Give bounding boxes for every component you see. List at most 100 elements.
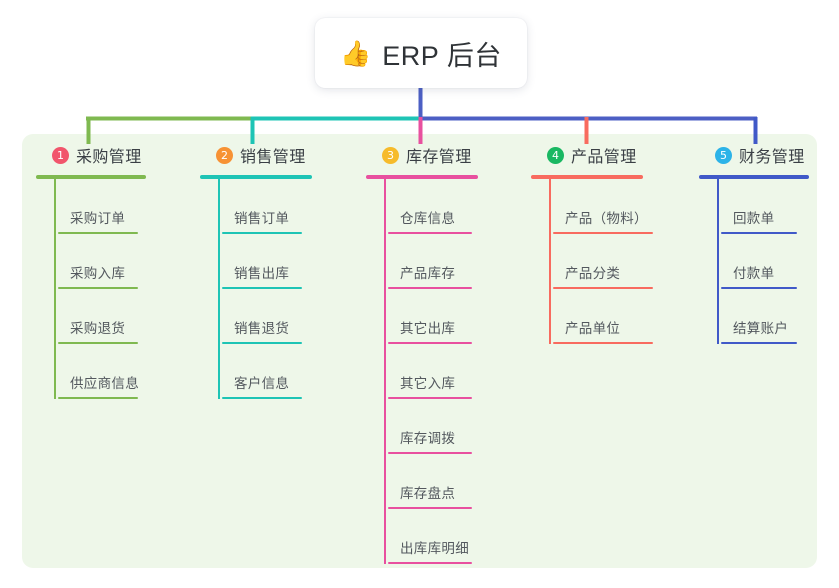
root-node[interactable]: 👍 ERP 后台 (315, 18, 527, 88)
leaf-rule (222, 232, 302, 234)
leaf-item[interactable]: 库存调拨 (388, 399, 488, 454)
column-header-purchase[interactable]: 1 采购管理 (36, 142, 153, 168)
leaf-item[interactable]: 产品分类 (553, 234, 665, 289)
leaf-item[interactable]: 其它入库 (388, 344, 488, 399)
leaf-inner: 产品分类 (553, 262, 665, 289)
leaf-label: 库存调拨 (400, 431, 456, 446)
leaf-label: 出库库明细 (400, 541, 469, 556)
leaf-item[interactable]: 供应商信息 (58, 344, 153, 399)
column-badge-product: 4 (547, 146, 564, 164)
leaf-label: 仓库信息 (400, 211, 456, 226)
leaf-rule (721, 232, 797, 234)
leaf-rule (388, 562, 472, 564)
leaf-label: 客户信息 (234, 376, 290, 391)
leaf-inner: 供应商信息 (58, 372, 153, 399)
leaf-label: 供应商信息 (70, 376, 139, 391)
leaf-item[interactable]: 付款单 (721, 234, 813, 289)
leaf-rule (388, 452, 472, 454)
leaf-label: 产品库存 (400, 266, 456, 281)
leaf-inner: 库存调拨 (388, 427, 488, 454)
column-title-purchase: 采购管理 (76, 149, 142, 166)
leaf-label: 其它入库 (400, 376, 456, 391)
leaf-item[interactable]: 产品（物料） (553, 179, 665, 234)
column-rule-finance (699, 175, 809, 179)
leaf-inner: 回款单 (721, 207, 813, 234)
leaf-rule (58, 342, 138, 344)
leaf-label: 采购退货 (70, 321, 126, 336)
leaf-item[interactable]: 出库库明细 (388, 509, 488, 564)
leaf-rule (388, 232, 472, 234)
leaf-label: 库存盘点 (400, 486, 456, 501)
branch-inventory: 仓库信息产品库存其它出库其它入库库存调拨库存盘点出库库明细 (366, 179, 488, 564)
column-rule-product (531, 175, 643, 179)
leaf-label: 产品分类 (565, 266, 621, 281)
root-label: ERP 后台 (382, 40, 502, 71)
column-badge-purchase: 1 (52, 146, 69, 164)
leaf-inner: 客户信息 (222, 372, 317, 399)
branch-purchase: 采购订单采购入库采购退货供应商信息 (36, 179, 153, 399)
leaf-inner: 仓库信息 (388, 207, 488, 234)
leaf-rule (222, 287, 302, 289)
branch-spine-inventory (384, 179, 386, 564)
leaf-item[interactable]: 采购入库 (58, 234, 153, 289)
diagram-panel (22, 134, 817, 568)
leaf-item[interactable]: 回款单 (721, 179, 813, 234)
column-badge-finance: 5 (715, 146, 732, 164)
leaf-inner: 结算账户 (721, 317, 813, 344)
leaf-rule (222, 397, 302, 399)
leaf-item[interactable]: 采购订单 (58, 179, 153, 234)
leaf-inner: 产品单位 (553, 317, 665, 344)
column-title-inventory: 库存管理 (406, 149, 472, 166)
branch-spine-sales (218, 179, 220, 399)
leaf-item[interactable]: 产品单位 (553, 289, 665, 344)
branch-sales: 销售订单销售出库销售退货客户信息 (200, 179, 317, 399)
column-badge-sales: 2 (216, 146, 233, 164)
column-rule-inventory (366, 175, 478, 179)
column-header-inventory[interactable]: 3 库存管理 (366, 142, 488, 168)
leaf-label: 结算账户 (733, 321, 789, 336)
leaf-rule (388, 397, 472, 399)
leaf-item[interactable]: 销售退货 (222, 289, 317, 344)
leaf-item[interactable]: 结算账户 (721, 289, 813, 344)
leaf-item[interactable]: 销售出库 (222, 234, 317, 289)
leaf-item[interactable]: 其它出库 (388, 289, 488, 344)
branch-spine-purchase (54, 179, 56, 399)
leaf-rule (222, 342, 302, 344)
leaf-label: 产品单位 (565, 321, 621, 336)
leaf-inner: 销售退货 (222, 317, 317, 344)
leaf-item[interactable]: 客户信息 (222, 344, 317, 399)
thumbs-up-icon: 👍 (340, 39, 372, 68)
leaf-inner: 销售出库 (222, 262, 317, 289)
column-rule-sales (200, 175, 312, 179)
leaf-inner: 产品（物料） (553, 207, 665, 234)
branch-product: 产品（物料） 产品分类产品单位 (531, 179, 665, 344)
leaf-label: 销售退货 (234, 321, 290, 336)
branch-spine-finance (717, 179, 719, 344)
leaf-item[interactable]: 仓库信息 (388, 179, 488, 234)
column-badge-inventory: 3 (382, 146, 399, 164)
column-rule-purchase (36, 175, 146, 179)
leaf-item[interactable]: 销售订单 (222, 179, 317, 234)
leaf-inner: 库存盘点 (388, 482, 488, 509)
leaf-inner: 采购订单 (58, 207, 153, 234)
leaf-rule (388, 507, 472, 509)
column-inventory: 3 库存管理仓库信息产品库存其它出库其它入库库存调拨库存盘点出库库明细 (366, 142, 488, 564)
leaf-label: 销售出库 (234, 266, 290, 281)
leaf-item[interactable]: 产品库存 (388, 234, 488, 289)
leaf-inner: 采购退货 (58, 317, 153, 344)
leaf-label: 其它出库 (400, 321, 456, 336)
leaf-rule (58, 397, 138, 399)
leaf-item[interactable]: 库存盘点 (388, 454, 488, 509)
leaf-rule (721, 287, 797, 289)
leaf-item[interactable]: 采购退货 (58, 289, 153, 344)
leaf-rule (553, 232, 653, 234)
leaf-rule (553, 342, 653, 344)
leaf-label: 销售订单 (234, 211, 290, 226)
